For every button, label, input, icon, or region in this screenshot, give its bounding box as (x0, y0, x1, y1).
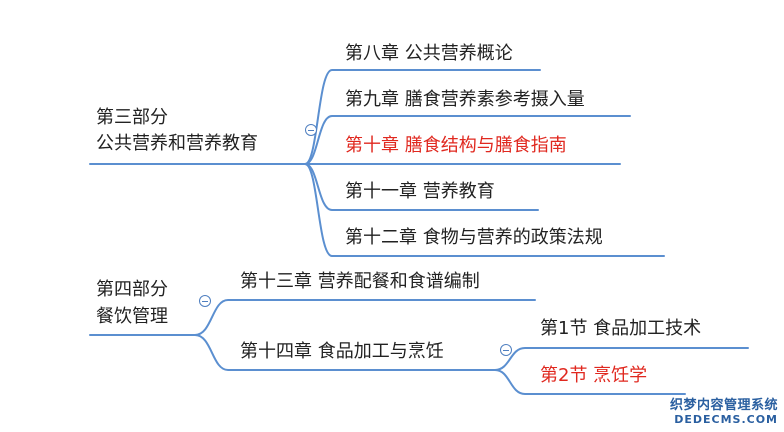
section-node[interactable]: 第1节 食品加工技术 (540, 318, 702, 339)
part4-title-line2[interactable]: 餐饮管理 (96, 306, 168, 327)
part3-title-line2[interactable]: 公共营养和营养教育 (96, 133, 258, 154)
branch-ch12 (304, 163, 665, 257)
part4-collapse-icon[interactable] (199, 295, 211, 307)
chapter-node[interactable]: 第八章 公共营养概论 (345, 43, 513, 64)
chapter-node[interactable]: 第十四章 食品加工与烹饪 (240, 341, 444, 362)
branch-ch14 (194, 334, 496, 371)
branch-ch13 (194, 299, 536, 336)
chapter-node-highlighted[interactable]: 第十章 膳食结构与膳食指南 (345, 135, 567, 156)
chapter-node[interactable]: 第十三章 营养配餐和食谱编制 (240, 271, 480, 292)
part3-collapse-icon[interactable] (305, 124, 317, 136)
chapter-node[interactable]: 第九章 膳食营养素参考摄入量 (345, 89, 585, 110)
branch-sec1 (494, 347, 749, 371)
branch-ch8 (304, 69, 541, 165)
section-node-highlighted[interactable]: 第2节 烹饪学 (540, 365, 648, 386)
branch-ch9 (304, 115, 631, 165)
watermark-line1: 织梦内容管理系统 (669, 398, 778, 413)
chapter-node[interactable]: 第十二章 食物与营养的政策法规 (345, 227, 603, 248)
part3-title-line1[interactable]: 第三部分 (96, 107, 168, 128)
ch14-collapse-icon[interactable] (500, 344, 512, 356)
watermark-line2: DEDECMS.COM (674, 413, 778, 426)
part4-title-line1[interactable]: 第四部分 (96, 279, 168, 300)
chapter-node[interactable]: 第十一章 营养教育 (345, 181, 495, 202)
watermark: 织梦内容管理系统 DEDECMS.COM (670, 398, 778, 426)
branch-sec2 (494, 369, 686, 395)
